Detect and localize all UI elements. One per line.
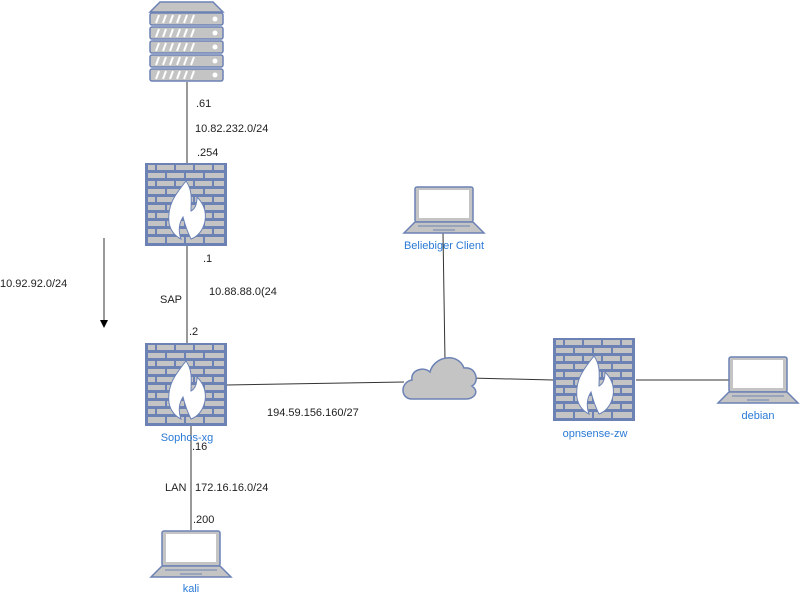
- sophos-ip-lan-label: .16: [192, 441, 207, 453]
- lan-label: LAN: [165, 482, 186, 494]
- firewall-icon[interactable]: [144, 162, 228, 247]
- client-laptop-icon[interactable]: [403, 186, 485, 234]
- fw-top-ip-up-label: .254: [197, 147, 218, 159]
- link-sophos-cloud: [226, 381, 405, 386]
- sophos-firewall-icon[interactable]: [144, 342, 228, 427]
- server-ip-label: .61: [196, 98, 211, 110]
- sap-label: SAP: [160, 294, 182, 306]
- server-network-label: 10.82.232.0/24: [195, 123, 268, 135]
- link-client-cloud: [442, 232, 446, 361]
- fw-top-ip-down-label: .1: [203, 253, 212, 265]
- wan-network-label: 194.59.156.160/27: [267, 407, 359, 419]
- debian-laptop-icon[interactable]: [717, 356, 799, 404]
- cloud-icon[interactable]: [402, 357, 477, 400]
- link-cloud-opnsense: [469, 377, 554, 381]
- sophos-label: Sophos-xg: [161, 432, 214, 444]
- opnsense-label: opnsense-zw: [563, 428, 628, 440]
- side-network-label: 10.92.92.0/24: [0, 278, 67, 290]
- server-icon[interactable]: [148, 1, 225, 82]
- kali-ip-label: .200: [193, 514, 214, 526]
- kali-laptop-icon[interactable]: [150, 530, 232, 578]
- lan-network-label: 172.16.16.0/24: [195, 482, 268, 494]
- kali-label: kali: [183, 583, 200, 593]
- client-label: Beliebiger Client: [404, 240, 484, 252]
- sophos-ip-up-label: .2: [189, 326, 198, 338]
- direction-arrow: [100, 238, 108, 328]
- opnsense-firewall-icon[interactable]: [552, 337, 636, 422]
- debian-label: debian: [741, 410, 774, 422]
- sap-network-label: 10.88.88.0(24: [209, 286, 277, 298]
